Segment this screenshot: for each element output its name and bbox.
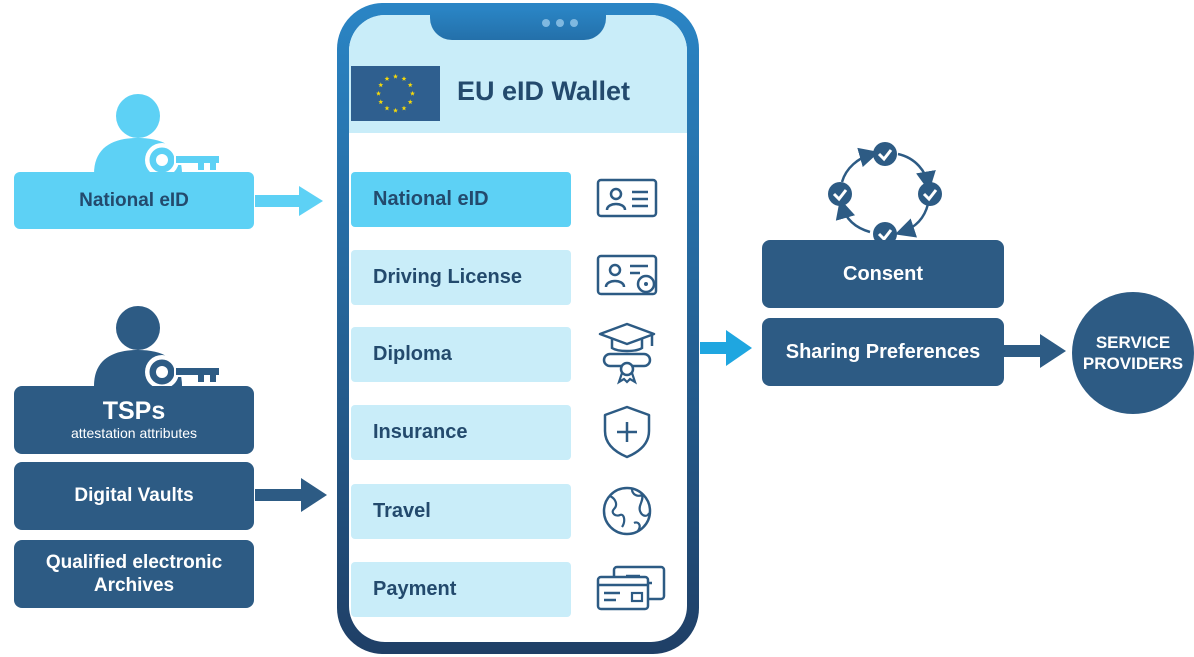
wallet-item-label: Payment — [373, 578, 457, 600]
national-eid-source-label: National eID — [79, 189, 189, 211]
wallet-item-insurance[interactable]: Insurance — [351, 405, 571, 460]
eu-star — [376, 90, 381, 96]
eu-star — [384, 76, 390, 81]
digital-vaults-label: Digital Vaults — [74, 485, 194, 506]
sharing-preferences-box: Sharing Preferences — [762, 318, 1004, 386]
wallet-item-label: Driving License — [373, 266, 522, 288]
phone-notch — [430, 8, 606, 40]
tsps-subtitle: attestation attributes — [70, 425, 198, 441]
consent-box: Consent — [762, 240, 1004, 308]
digital-vaults-box: Digital Vaults — [14, 462, 254, 530]
eu-star — [393, 107, 398, 113]
wallet-output-arrow — [700, 330, 752, 366]
wallet-item-driving-license[interactable]: Driving License — [351, 250, 571, 305]
national-eid-person-icon — [94, 94, 221, 177]
consent-label: Consent — [843, 262, 923, 285]
national-eid-source-box: National eID — [14, 172, 254, 229]
qualified-archives-line2: Archives — [93, 575, 175, 596]
check-circle-icon — [873, 142, 897, 166]
wallet-item-payment[interactable]: Payment — [351, 562, 571, 617]
wallet-item-label: National eID — [373, 188, 489, 210]
wallet-title: EU eID Wallet — [457, 76, 631, 106]
service-providers-line2: PROVIDERS — [1082, 354, 1184, 373]
digital-vaults-arrow — [255, 478, 327, 512]
national-eid-arrow — [255, 186, 323, 216]
sharing-preferences-label: Sharing Preferences — [785, 340, 981, 363]
check-circle-icon — [828, 182, 852, 206]
wallet-item-national-eid[interactable]: National eID — [351, 172, 571, 227]
wallet-item-travel[interactable]: Travel — [351, 484, 571, 539]
wallet-item-label: Insurance — [373, 421, 468, 443]
eu-star — [410, 90, 415, 96]
tsp-person-icon — [94, 306, 221, 389]
tsps-title: TSPs — [102, 397, 166, 425]
qualified-archives-line1: Qualified electronic — [45, 552, 223, 573]
eu-star — [407, 99, 413, 105]
eu-star — [393, 73, 398, 79]
wallet-item-diploma[interactable]: Diploma — [351, 327, 571, 382]
consent-cycle-icon — [828, 142, 942, 246]
eu-star — [384, 105, 390, 111]
eu-flag-icon — [351, 66, 440, 121]
wallet-item-label: Diploma — [373, 343, 452, 365]
service-providers-circle: SERVICE PROVIDERS — [1072, 292, 1194, 414]
driving-license-icon — [596, 254, 658, 296]
eu-star — [401, 105, 407, 111]
eu-star — [401, 76, 407, 81]
service-providers-line1: SERVICE — [1095, 333, 1171, 352]
globe-icon — [602, 486, 652, 536]
id-card-icon — [596, 178, 658, 218]
eu-star — [407, 82, 413, 88]
shield-plus-icon — [603, 405, 651, 459]
payment-cards-icon — [596, 565, 666, 611]
eu-star — [378, 99, 384, 105]
tsps-box: TSPs attestation attributes — [14, 386, 254, 454]
eu-star — [378, 82, 384, 88]
graduation-diploma-icon — [598, 322, 656, 385]
qualified-archives-box: Qualified electronic Archives — [14, 540, 254, 608]
check-circle-icon — [918, 182, 942, 206]
sharing-to-providers-arrow — [1004, 334, 1066, 368]
wallet-item-label: Travel — [373, 500, 431, 522]
